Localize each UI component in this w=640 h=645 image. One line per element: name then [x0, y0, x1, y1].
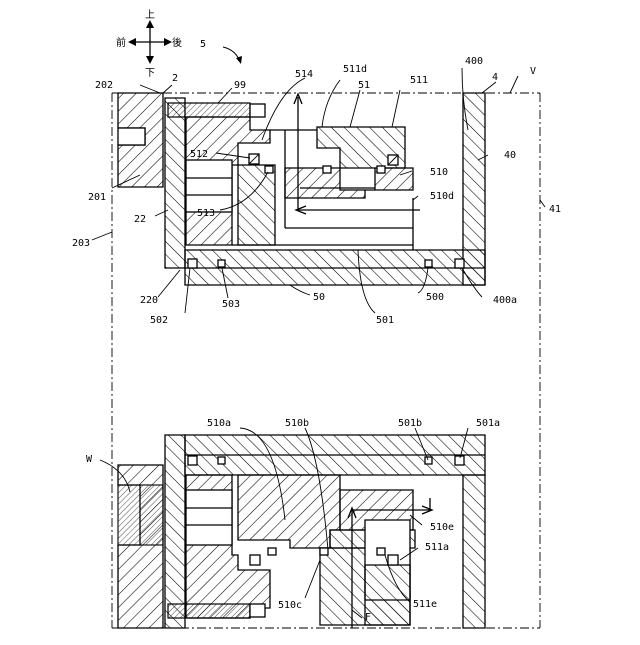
- upper-assembly: [118, 93, 485, 285]
- label-510c: 510c: [278, 600, 302, 611]
- direction-compass: 上 下 前 後: [116, 9, 182, 79]
- compass-front-label: 前: [116, 36, 126, 49]
- label-501: 501: [376, 315, 394, 326]
- label-511a: 511a: [425, 542, 449, 553]
- label-400: 400: [465, 56, 483, 67]
- label-500: 500: [426, 292, 444, 303]
- compass-down-label: 下: [145, 68, 155, 79]
- label-400a: 400a: [493, 295, 517, 306]
- label-F: F: [365, 612, 371, 623]
- label-202: 202: [95, 80, 113, 91]
- label-4: 4: [492, 72, 498, 83]
- label-51: 51: [358, 80, 370, 91]
- label-220: 220: [140, 295, 158, 306]
- label-514: 514: [295, 69, 313, 80]
- label-W: W: [86, 454, 93, 465]
- label-510d: 510d: [430, 191, 454, 202]
- label-501a: 501a: [476, 418, 500, 429]
- label-502: 502: [150, 315, 168, 326]
- label-201: 201: [88, 192, 106, 203]
- label-41: 41: [549, 204, 561, 215]
- label-513: 513: [197, 208, 215, 219]
- compass-back-label: 後: [172, 36, 182, 49]
- label-503: 503: [222, 299, 240, 310]
- label-5: 5: [200, 39, 206, 50]
- label-2: 2: [172, 73, 178, 84]
- label-512: 512: [190, 149, 208, 160]
- label-501b: 501b: [398, 418, 422, 429]
- label-511e: 511e: [413, 599, 437, 610]
- label-510a: 510a: [207, 418, 231, 429]
- label-203: 203: [72, 238, 90, 249]
- label-511d: 511d: [343, 64, 367, 75]
- compass-up-label: 上: [145, 9, 155, 21]
- label-50: 50: [313, 292, 325, 303]
- label-V: V: [530, 66, 536, 77]
- label-99: 99: [234, 80, 246, 91]
- label-510: 510: [430, 167, 448, 178]
- label-510e: 510e: [430, 522, 454, 533]
- label-22: 22: [134, 214, 146, 225]
- label-511: 511: [410, 75, 428, 86]
- label-510b: 510b: [285, 418, 309, 429]
- label-40: 40: [504, 150, 516, 161]
